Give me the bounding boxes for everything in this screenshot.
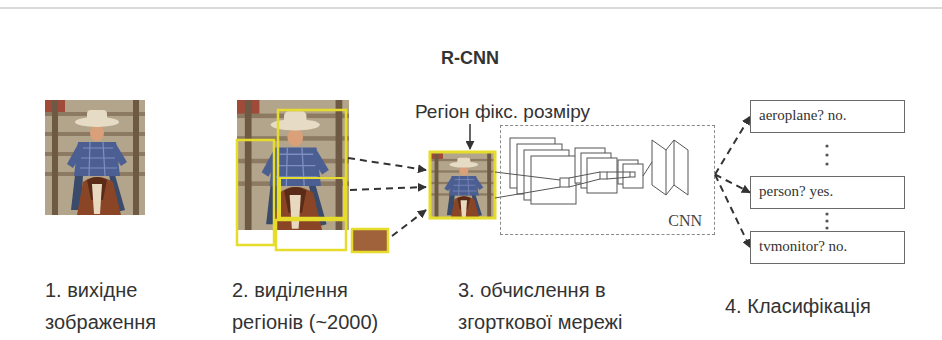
cnn-layers	[600, 172, 607, 179]
dashed-arrow	[715, 175, 750, 193]
ellipsis-dots	[825, 144, 828, 147]
step-caption: 4. Класифікація	[725, 290, 871, 322]
region-photo	[237, 100, 349, 230]
region-photo	[280, 178, 344, 218]
region-photo	[278, 110, 346, 218]
cnn-layers	[560, 178, 569, 187]
ellipsis-dots	[825, 162, 828, 165]
cnn-layers	[652, 140, 666, 195]
cnn-layers	[607, 177, 630, 179]
class-box: aeroplane? no.	[750, 100, 905, 133]
cnn-layers	[666, 185, 674, 195]
region-photo	[276, 220, 346, 250]
warped-region	[430, 152, 495, 218]
cnn-layers	[495, 172, 560, 180]
cnn-layers	[569, 179, 600, 187]
region-arrows	[392, 210, 426, 236]
network-label: CNN	[666, 212, 704, 230]
dashed-arrow	[715, 175, 750, 248]
ellipsis-dots	[825, 153, 828, 156]
step-caption: 1. вихідне зображення	[45, 274, 220, 338]
class-box: person? yes.	[750, 176, 905, 209]
region-arrows	[348, 158, 426, 236]
region-arrows	[350, 187, 426, 190]
callout-label: Регіон фікс. розміру	[415, 96, 590, 128]
cnn-layers	[643, 162, 652, 176]
region-photo	[237, 100, 388, 252]
pointer-arrow	[469, 124, 471, 149]
cnn-layers	[531, 156, 576, 204]
diagram-title: R-CNN	[441, 48, 499, 69]
warped-region	[430, 152, 495, 218]
region-photo	[237, 140, 274, 245]
cnn-layers	[623, 164, 643, 188]
cnn-layers	[587, 158, 617, 193]
warped-region	[430, 152, 495, 218]
class-label: tvmonitor? no.	[759, 237, 847, 257]
ellipsis-dots	[825, 226, 828, 229]
dashed-arrow	[715, 117, 750, 175]
cnn-layers	[674, 140, 688, 195]
cnn-layers	[607, 172, 630, 173]
cnn-layers	[495, 187, 560, 198]
ellipsis-dots	[825, 212, 828, 215]
step-caption: 3. обчислення в згорткової мережі	[458, 274, 683, 338]
region-arrows	[348, 158, 426, 170]
cnn-layers	[630, 172, 635, 177]
input-photo	[45, 100, 145, 215]
cnn-layers	[495, 138, 688, 204]
cnn-layers	[569, 172, 600, 178]
step-caption: 2. виділення регіонів (~2000)	[232, 274, 412, 338]
class-box: tvmonitor? no.	[750, 231, 905, 264]
cnn-layers	[666, 140, 674, 150]
network-box: CNN	[500, 125, 715, 235]
class-label: person? yes.	[759, 182, 833, 202]
ellipsis-dots	[825, 219, 828, 222]
region-photo	[352, 229, 388, 252]
class-label: aeroplane? no.	[759, 106, 846, 126]
top-rule	[0, 7, 942, 9]
